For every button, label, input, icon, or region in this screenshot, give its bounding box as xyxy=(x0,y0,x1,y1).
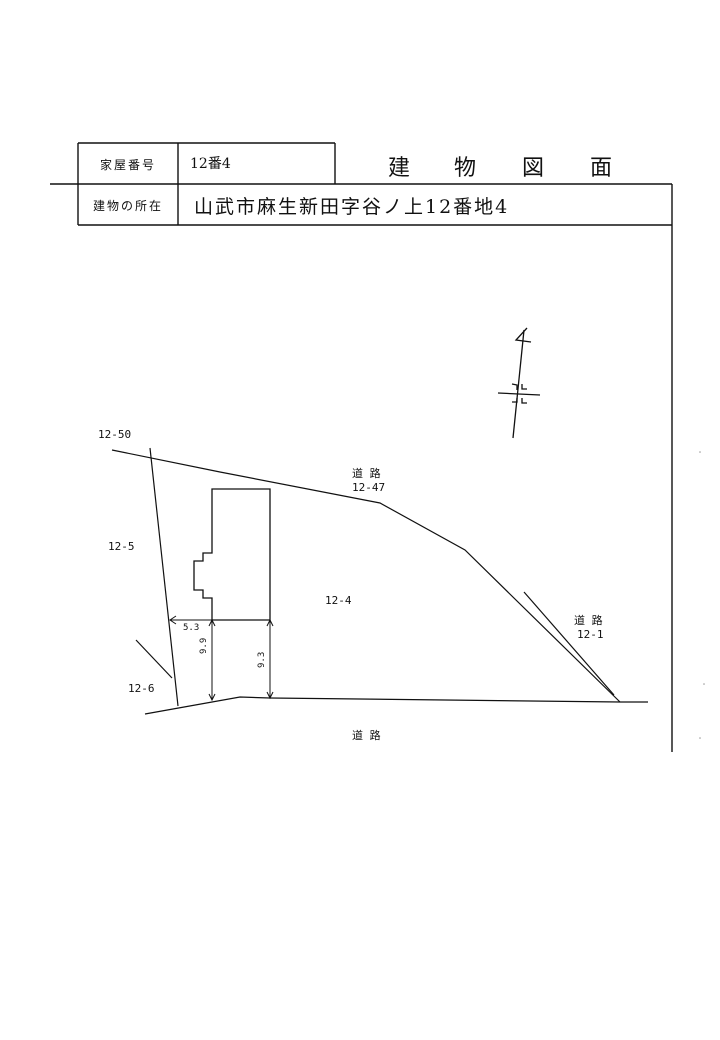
title-char-2: 物 xyxy=(454,156,477,181)
parcel-label-12-4: 12-4 xyxy=(325,594,352,607)
scan-marks xyxy=(699,451,705,739)
title-char-4: 面 xyxy=(590,156,613,181)
dimension-9-9: 9.9 xyxy=(199,637,209,654)
parcel-label-12-50: 12-50 xyxy=(98,428,132,441)
location-value: 山武市麻生新田字谷ノ上12番地4 xyxy=(194,196,510,218)
parcel-label-12-1: 12-1 xyxy=(577,628,604,641)
parcel-label-12-5: 12-5 xyxy=(108,540,135,553)
house-number-value: 12番4 xyxy=(190,156,231,172)
road-label-east: 道 路 xyxy=(574,614,603,627)
house-number-label: 家屋番号 xyxy=(99,158,156,172)
title-char-1: 建 xyxy=(388,156,411,181)
north-arrow-icon xyxy=(497,327,541,439)
location-label: 建物の所在 xyxy=(92,199,163,213)
road-label-north: 道 路 xyxy=(352,467,381,480)
parcel-label-12-6: 12-6 xyxy=(128,682,155,695)
dimension-9-3: 9.3 xyxy=(257,651,267,668)
dimension-lines xyxy=(169,615,274,702)
road-label-south: 道 路 xyxy=(352,729,381,742)
title-char-3: 図 xyxy=(522,156,545,181)
dimension-5-3: 5.3 xyxy=(183,623,200,633)
parcel-label-12-47: 12-47 xyxy=(352,481,386,494)
header-table xyxy=(50,142,673,752)
building-outline xyxy=(193,488,271,621)
